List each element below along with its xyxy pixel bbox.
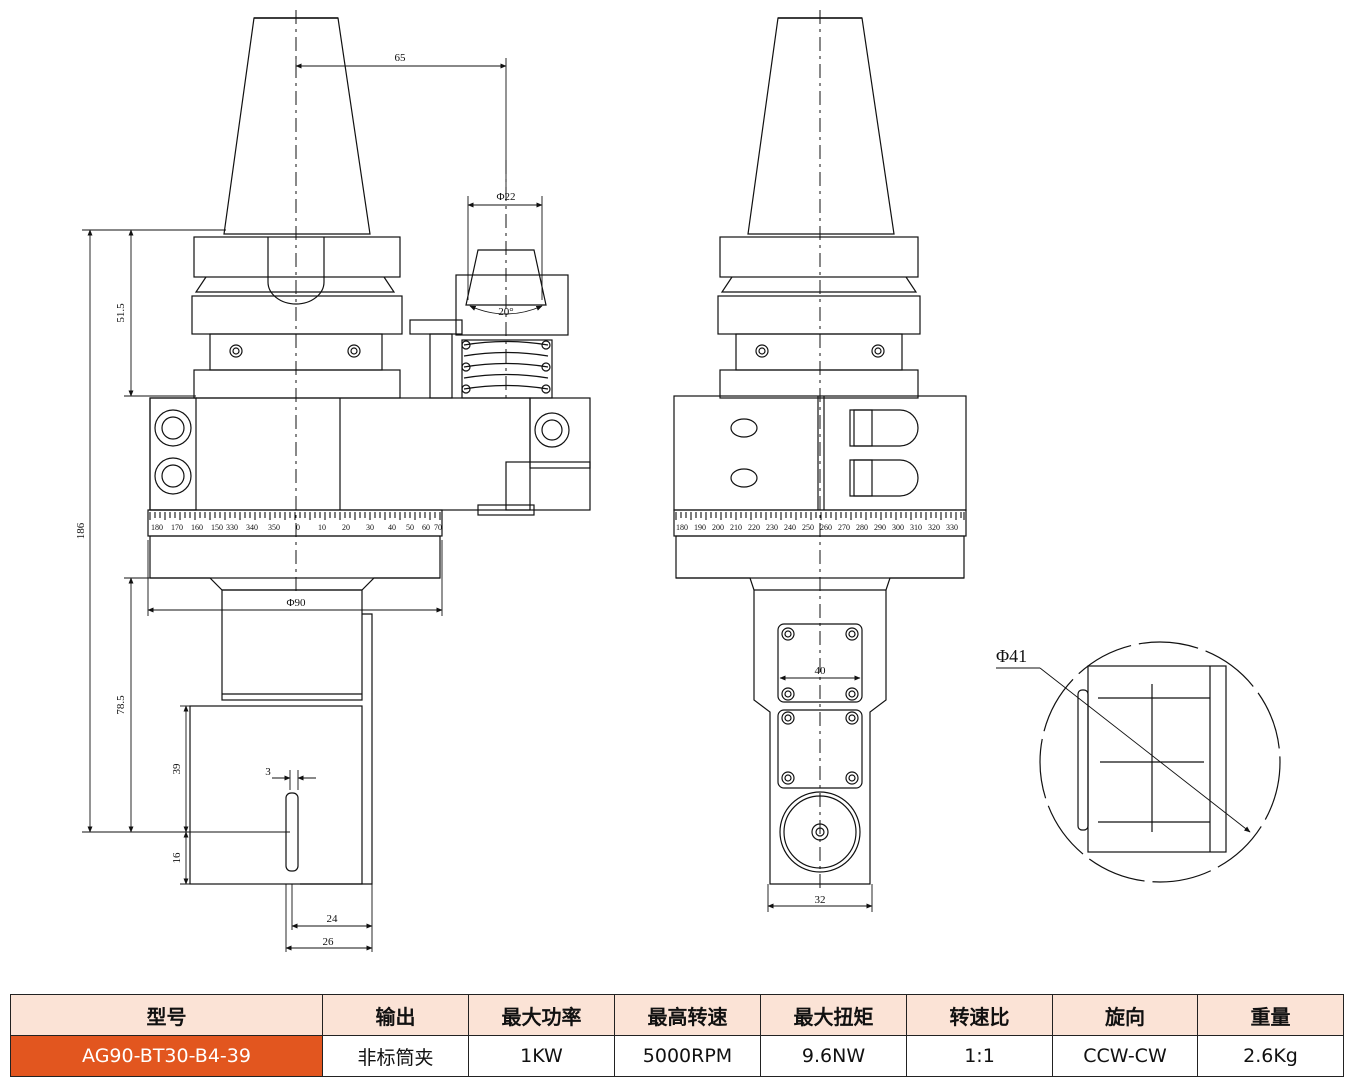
technical-drawing: 180 170 160 150 330 340 350 0 10 20 30 4… xyxy=(75,10,1281,952)
detail-circle xyxy=(1039,641,1281,883)
dim-spindle-height: 39 xyxy=(171,763,183,775)
value-output: 非标筒夹 xyxy=(322,1035,469,1077)
scale-label: 200 xyxy=(712,523,724,532)
dim-detail-dia: Φ41 xyxy=(996,646,1027,666)
scale-label: 170 xyxy=(171,523,183,532)
scale-label: 230 xyxy=(766,523,778,532)
dim-lower-height: 78.5 xyxy=(115,695,127,715)
side-scale-labels: 180 190 200 210 220 230 240 250 260 270 … xyxy=(676,523,958,532)
dim-head-width: 32 xyxy=(815,894,826,906)
detail-dimensions xyxy=(996,667,1251,833)
scale-label: 20 xyxy=(342,523,350,532)
front-scale-labels: 180 170 160 150 330 340 350 0 10 20 30 4… xyxy=(151,523,442,532)
scale-label: 50 xyxy=(406,523,414,532)
scale-label: 310 xyxy=(910,523,922,532)
header-rotation: 旋向 xyxy=(1052,994,1198,1036)
front-flange xyxy=(193,236,401,278)
value-rotation: CCW-CW xyxy=(1052,1035,1198,1077)
detail-view xyxy=(1039,641,1281,883)
value-speed-ratio: 1:1 xyxy=(906,1035,1053,1077)
front-taper-shank xyxy=(223,17,371,235)
scale-label: 260 xyxy=(820,523,832,532)
dim-width-24: 24 xyxy=(327,913,339,925)
scale-label: 320 xyxy=(928,523,940,532)
header-max-torque: 最大扭矩 xyxy=(760,994,907,1036)
scale-label: 340 xyxy=(246,523,258,532)
scale-label: 290 xyxy=(874,523,886,532)
scale-label: 160 xyxy=(191,523,203,532)
scale-label: 40 xyxy=(388,523,396,532)
scale-label: 190 xyxy=(694,523,706,532)
dim-bolt-span: 40 xyxy=(815,665,827,677)
dim-body-dia: Φ90 xyxy=(286,597,306,609)
value-max-speed: 5000RPM xyxy=(614,1035,761,1077)
value-weight: 2.6Kg xyxy=(1197,1035,1344,1077)
header-weight: 重量 xyxy=(1197,994,1344,1036)
spec-header-row: 型号 输出 最大功率 最高转速 最大扭矩 转速比 旋向 重量 xyxy=(10,994,1344,1036)
value-max-power: 1KW xyxy=(468,1035,615,1077)
scale-label: 210 xyxy=(730,523,742,532)
dim-flange-height: 51.5 xyxy=(115,303,127,323)
spec-value-row: AG90-BT30-B4-39 非标筒夹 1KW 5000RPM 9.6NW 1… xyxy=(10,1035,1344,1077)
front-dimensions xyxy=(82,58,543,952)
scale-label: 350 xyxy=(268,523,280,532)
scale-label: 330 xyxy=(946,523,958,532)
dim-total-height: 186 xyxy=(75,522,87,539)
dim-bottom-height: 16 xyxy=(171,852,183,864)
scale-label: 70 xyxy=(434,523,442,532)
front-dimension-labels: 65 Φ22 20° 51.5 186 78.5 Φ90 39 16 3 24 … xyxy=(75,52,516,948)
header-output: 输出 xyxy=(322,994,469,1036)
scale-label: 270 xyxy=(838,523,850,532)
scale-label: 280 xyxy=(856,523,868,532)
scale-label: 60 xyxy=(422,523,430,532)
scale-label: 150 xyxy=(211,523,223,532)
header-model: 型号 xyxy=(10,994,323,1036)
header-speed-ratio: 转速比 xyxy=(906,994,1053,1036)
scale-label: 300 xyxy=(892,523,904,532)
dim-offset: 65 xyxy=(395,52,407,64)
dim-width-26: 26 xyxy=(323,936,335,948)
side-spindle-nose xyxy=(779,791,861,873)
side-taper-shank xyxy=(747,17,895,235)
front-lower-body xyxy=(221,589,363,701)
scale-label: 30 xyxy=(366,523,374,532)
front-view xyxy=(147,17,591,885)
scale-label: 330 xyxy=(226,523,238,532)
value-model: AG90-BT30-B4-39 xyxy=(10,1035,323,1077)
dim-taper-angle: 20° xyxy=(498,306,513,318)
scale-label: 250 xyxy=(802,523,814,532)
scale-label: 0 xyxy=(296,523,300,532)
side-scale-ticks xyxy=(675,512,965,520)
spec-table: 型号 输出 最大功率 最高转速 最大扭矩 转速比 旋向 重量 AG90-BT30… xyxy=(10,994,1344,1077)
side-dimension-labels: 40 32 xyxy=(815,665,827,906)
scale-label: 180 xyxy=(151,523,163,532)
header-max-power: 最大功率 xyxy=(468,994,615,1036)
scale-label: 220 xyxy=(748,523,760,532)
scale-label: 10 xyxy=(318,523,326,532)
scale-label: 180 xyxy=(676,523,688,532)
dim-collet-dia: Φ22 xyxy=(496,191,515,203)
header-max-speed: 最高转速 xyxy=(614,994,761,1036)
value-max-torque: 9.6NW xyxy=(760,1035,907,1077)
side-dimensions xyxy=(767,675,873,912)
front-scale-ticks xyxy=(149,512,441,520)
dim-spindle-offset: 3 xyxy=(265,766,271,778)
scale-label: 240 xyxy=(784,523,796,532)
